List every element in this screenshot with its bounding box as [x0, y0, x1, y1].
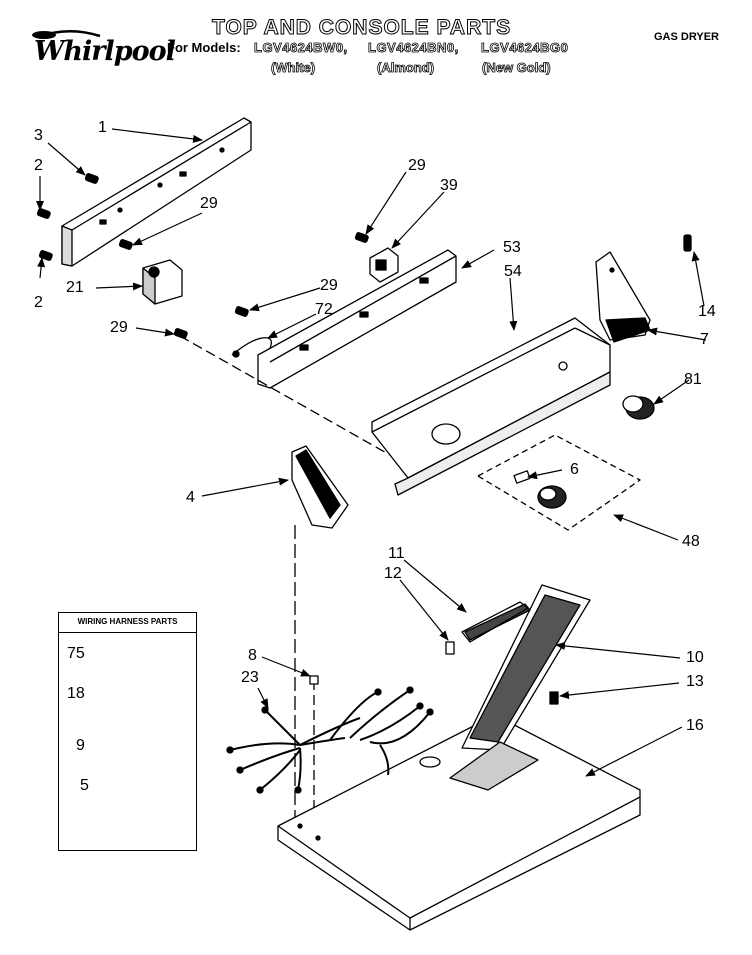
models-label: For Models:	[167, 40, 241, 55]
clip	[309, 675, 319, 685]
end-cap-left	[291, 445, 349, 529]
clip	[513, 470, 531, 484]
part-callout: 23	[241, 669, 259, 686]
part-callout: 81	[684, 371, 702, 388]
part-callout: 29	[408, 157, 426, 174]
end-cap-right	[595, 251, 651, 343]
legend-callout: 9	[76, 737, 85, 754]
console-panel	[371, 317, 611, 496]
model-color: (New Gold)	[482, 60, 551, 76]
screw	[234, 306, 249, 317]
part-callout: 4	[186, 489, 195, 506]
part-callout: 29	[320, 277, 338, 294]
screw	[683, 234, 692, 252]
logo-swoosh	[32, 30, 101, 39]
rear-panel	[61, 117, 252, 267]
part-callout: 39	[440, 177, 458, 194]
part-callout: 16	[686, 717, 704, 734]
timer	[142, 259, 183, 305]
screw	[36, 208, 51, 219]
legend-title: WIRING HARNESS PARTS	[77, 617, 178, 626]
brand-wordmark: Whirlpool	[34, 36, 176, 67]
control-bracket	[257, 249, 457, 389]
screw	[549, 691, 559, 705]
knob	[537, 485, 567, 509]
part-callout: 7	[700, 331, 709, 348]
part-callout: 12	[384, 565, 402, 582]
console-overlay	[449, 584, 591, 791]
leader-lines	[36, 128, 707, 823]
panel-insert	[461, 601, 531, 643]
switch	[369, 247, 399, 283]
part-callout: 29	[200, 195, 218, 212]
legend-callout: 5	[80, 777, 89, 794]
legend-callout: 75	[67, 645, 85, 662]
screw	[84, 173, 99, 184]
clip	[445, 641, 455, 655]
brand-logo: Whirlpool	[30, 28, 176, 74]
top-panel	[277, 714, 641, 931]
model-color: (White)	[271, 60, 316, 76]
part-callout: 11	[388, 545, 405, 562]
legend-callout: 18	[67, 685, 85, 702]
part-callout: 3	[34, 127, 43, 144]
legend-divider	[59, 632, 196, 633]
part-callout: 8	[248, 647, 257, 664]
wire-harness	[229, 689, 431, 791]
part-callout: 6	[570, 461, 579, 478]
part-callout: 53	[503, 239, 521, 256]
model-color: (Almond)	[377, 60, 435, 76]
dryer-type: GAS DRYER	[654, 31, 719, 43]
screw	[173, 328, 188, 339]
part-callout: 2	[34, 294, 43, 311]
part-callout: 14	[698, 303, 716, 320]
screw	[38, 250, 53, 261]
knob	[622, 395, 655, 420]
screw	[354, 232, 369, 243]
part-callout: 48	[682, 533, 700, 550]
part-callout: 21	[66, 279, 84, 296]
part-callout: 2	[34, 157, 43, 174]
part-callout: 54	[504, 263, 522, 280]
page-title: TOP AND CONSOLE PARTS	[211, 16, 512, 40]
model-number: LGV4624BN0,	[368, 40, 459, 56]
model-number: LGV4624BG0	[481, 40, 569, 56]
part-callout: 10	[686, 649, 704, 666]
part-callout: 72	[315, 301, 333, 318]
model-number: LGV4624BW0,	[254, 40, 348, 56]
part-callout: 29	[110, 319, 128, 336]
part-callout: 1	[98, 119, 107, 136]
wiring-harness-legend: WIRING HARNESS PARTS	[58, 612, 197, 851]
screw	[118, 239, 133, 250]
part-callout: 13	[686, 673, 704, 690]
